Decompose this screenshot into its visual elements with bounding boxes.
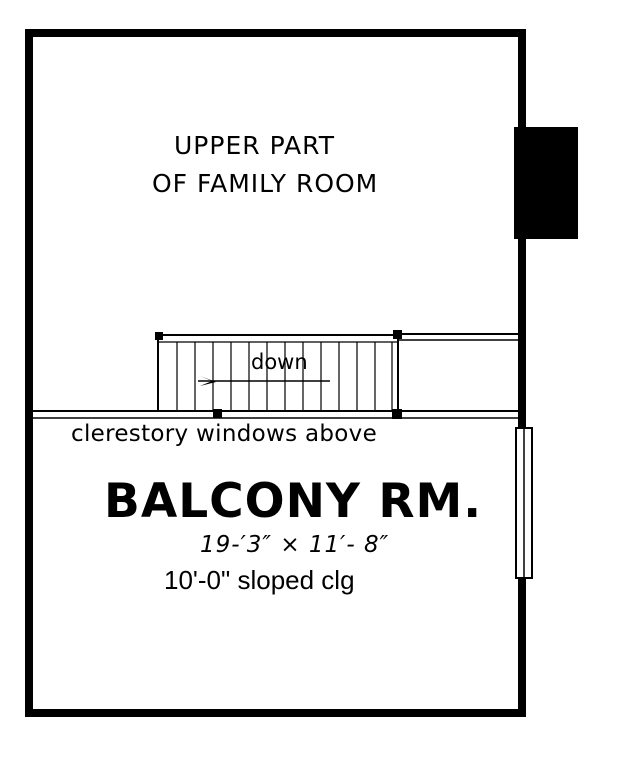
- room-name: BALCONY RM.: [104, 474, 483, 529]
- room-dimensions: 19-′3″ × 11′- 8″: [200, 532, 390, 558]
- side-window: [515, 427, 533, 579]
- stair: [157, 334, 399, 412]
- stair-arrow-icon: [200, 376, 216, 386]
- balcony-edge: [33, 333, 518, 419]
- stair-down-label: down: [251, 350, 308, 374]
- outer-wall: [25, 29, 526, 717]
- chimney: [514, 127, 578, 239]
- clerestory-note: clerestory windows above: [71, 421, 378, 447]
- ceiling-note: 10'-0" sloped clg: [164, 565, 355, 595]
- family-room-label-line1: UPPER PART: [174, 131, 335, 160]
- post-markers: [155, 330, 402, 419]
- family-room-label-line2: OF FAMILY ROOM: [152, 169, 379, 198]
